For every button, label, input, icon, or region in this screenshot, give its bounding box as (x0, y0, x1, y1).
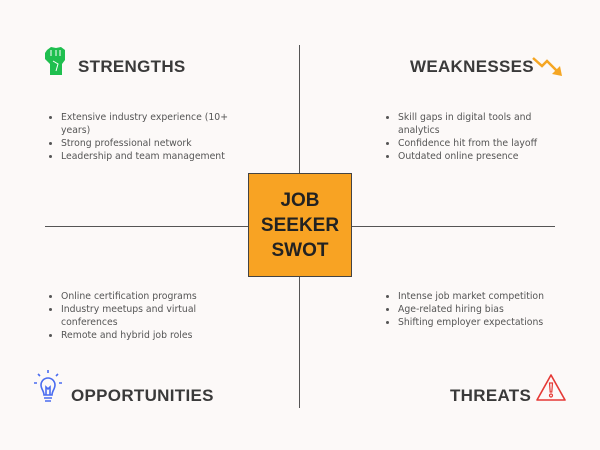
lightbulb-icon (34, 370, 62, 402)
list-item: Strong professional network (61, 137, 241, 150)
raised-fist-icon (45, 47, 65, 75)
list-item: Remote and hybrid job roles (61, 329, 221, 342)
opportunities-heading: OPPORTUNITIES (71, 386, 214, 405)
list-item: Online certification programs (61, 290, 221, 303)
list-item: Shifting employer expectations (398, 316, 568, 329)
center-title-box: JOB SEEKER SWOT (248, 173, 352, 277)
strengths-list: Extensive industry experience (10+ years… (50, 111, 241, 163)
threats-list: Intense job market competition Age-relat… (387, 290, 568, 329)
list-item: Industry meetups and virtual conferences (61, 303, 221, 329)
weaknesses-list: Skill gaps in digital tools and analytic… (387, 111, 568, 163)
list-item: Confidence hit from the layoff (398, 137, 568, 150)
center-line: SWOT (271, 239, 329, 261)
center-line: JOB (280, 189, 320, 211)
list-item: Skill gaps in digital tools and analytic… (398, 111, 568, 137)
warning-triangle-icon (536, 374, 566, 401)
list-item: Leadership and team management (61, 150, 241, 163)
list-item: Outdated online presence (398, 150, 568, 163)
list-item: Age-related hiring bias (398, 303, 568, 316)
center-line: SEEKER (260, 214, 340, 236)
strengths-heading: STRENGTHS (78, 57, 186, 76)
list-item: Extensive industry experience (10+ years… (61, 111, 241, 137)
list-item: Intense job market competition (398, 290, 568, 303)
trend-down-arrow-icon (532, 57, 562, 76)
threats-heading: THREATS (450, 386, 532, 405)
opportunities-list: Online certification programs Industry m… (50, 290, 221, 342)
weaknesses-heading: WEAKNESSES (410, 57, 534, 76)
